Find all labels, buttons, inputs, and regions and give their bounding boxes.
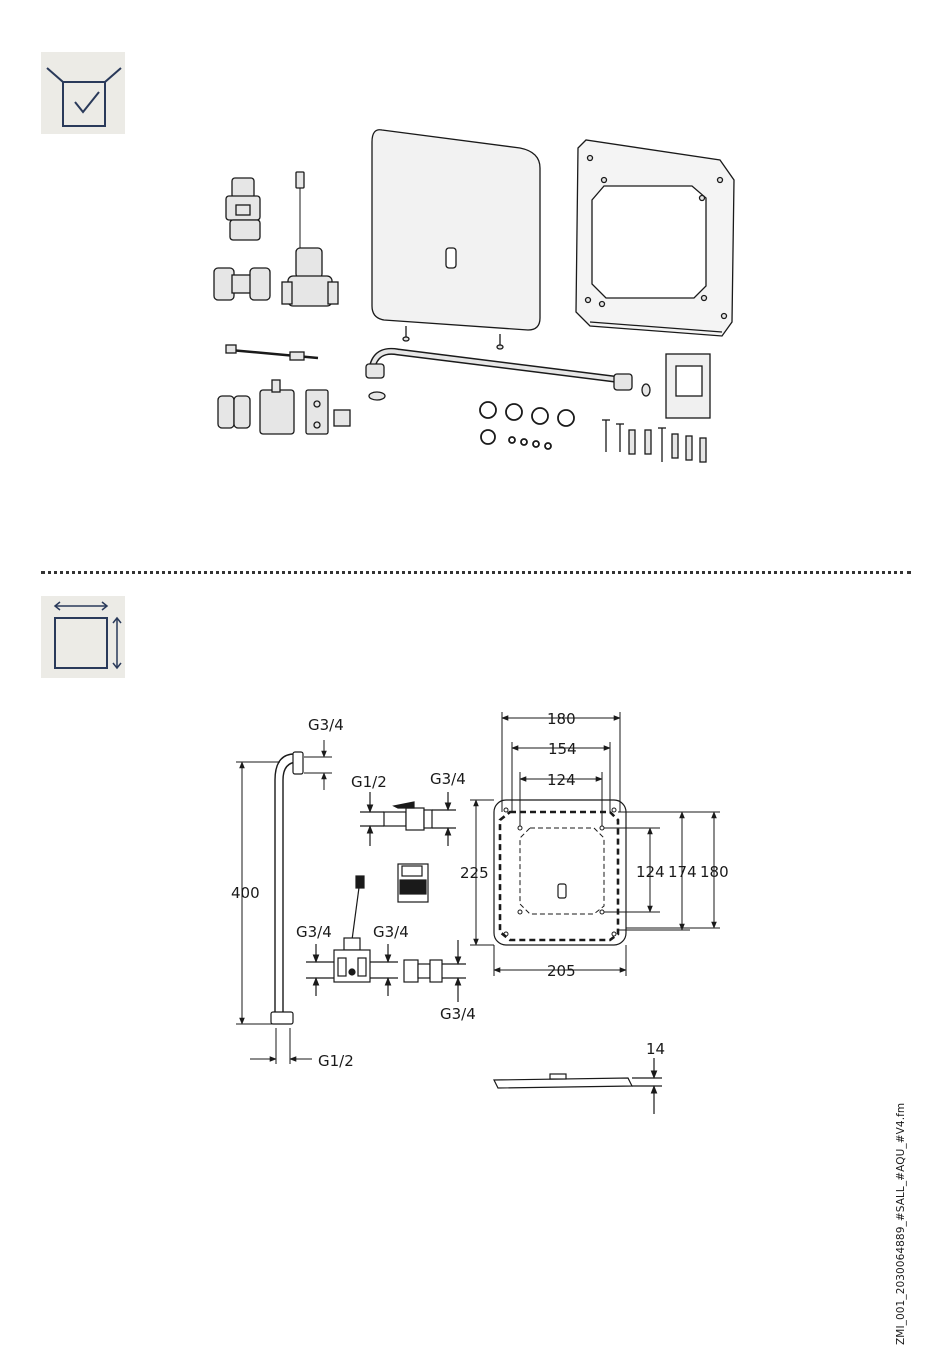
cover-width-label: 205: [547, 962, 576, 980]
coupling-thread-label: G3/4: [440, 1005, 476, 1023]
hose-drawing: [236, 740, 332, 1064]
hose-length-label: 400: [231, 884, 260, 902]
solenoid-valve: [282, 172, 338, 306]
ball-valve-drawing: [360, 792, 456, 846]
cover-side-profile: [494, 1058, 662, 1114]
file-reference: ZMI_001_2030064889_#SALL_#AQU_#V4.fm: [895, 1103, 907, 1345]
cable: [226, 345, 318, 360]
ball-valve-inlet-label: G1/2: [351, 773, 387, 791]
solenoid-inlet-label: G3/4: [296, 923, 332, 941]
frame-plan: [470, 712, 720, 976]
electronics-module: [306, 390, 328, 434]
frame-height-outer-label: 180: [700, 863, 729, 881]
frame-hole-spacing-inner-label: 124: [547, 771, 576, 789]
seal: [369, 392, 385, 400]
sensor-drawing: [398, 864, 428, 902]
connection-hose: [366, 351, 632, 390]
frame-hole-spacing-outer-label: 154: [548, 740, 577, 758]
frame-height-inner-label: 124: [636, 863, 665, 881]
battery-box: [260, 380, 294, 434]
sensor-window: [334, 410, 350, 426]
batteries: [218, 396, 250, 428]
screws-anchors: [602, 420, 706, 462]
cover-height-label: 225: [460, 864, 489, 882]
washers: [480, 402, 574, 449]
cover-depth-label: 14: [646, 1040, 665, 1058]
hose-bottom-thread-label: G1/2: [318, 1052, 354, 1070]
coupling-drawing: [404, 940, 466, 1002]
coupling: [214, 268, 270, 300]
frame-height-mid-label: 174: [668, 863, 697, 881]
cover-plate: [372, 130, 540, 349]
mounting-frame: [576, 140, 734, 336]
solenoid-outlet-label: G3/4: [373, 923, 409, 941]
hose-top-thread-label: G3/4: [308, 716, 344, 734]
ball-valve: [226, 178, 260, 240]
ball-valve-outlet-label: G3/4: [430, 770, 466, 788]
sensor-housing: [666, 354, 710, 418]
parts-illustration: [214, 130, 734, 462]
frame-width-outer-label: 180: [547, 710, 576, 728]
